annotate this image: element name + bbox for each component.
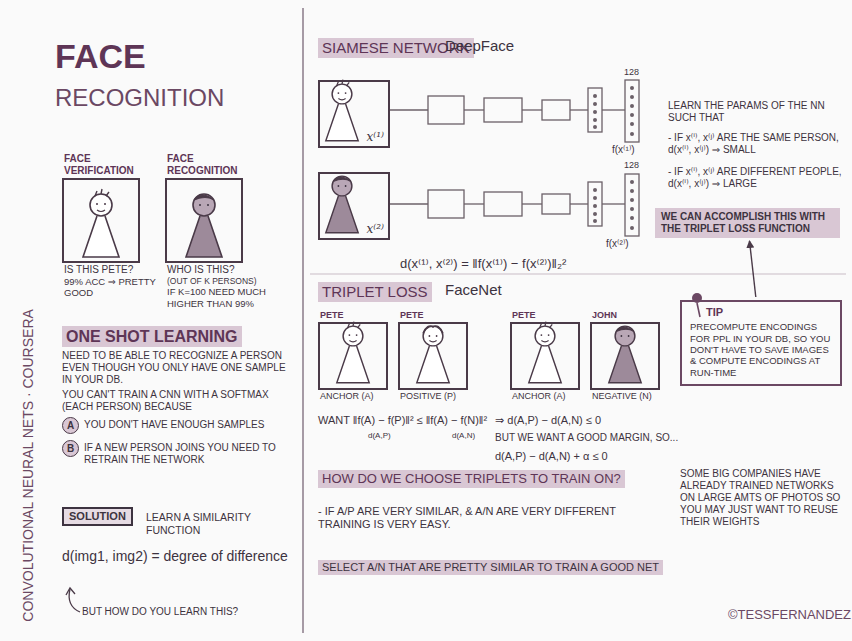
tip-body: PRECOMPUTE ENCODINGS FOR PPL IN YOUR DB,… <box>690 321 832 378</box>
input-label: x⁽¹⁾ <box>367 130 384 144</box>
caption-group: NEGATIVE (N) <box>592 391 670 402</box>
note-text: f(x⁽¹⁾) <box>612 144 635 156</box>
subtitle: RECOGNITION <box>55 84 224 113</box>
frame-caption: IF K=100 NEED MUCH HIGHER THAN 99% <box>167 286 299 309</box>
side-title: CONVOLUTIONAL NEURAL NETS · COURSERA <box>20 309 37 621</box>
frame-caption: (OUT OF K PERSONS) <box>167 276 299 286</box>
note-text: LEARN THE PARAMS OF THE NN SUCH THAT <box>668 100 846 124</box>
frame-caption: IS THIS PETE? <box>64 264 164 276</box>
frame-caption: ANCHOR (A) <box>512 391 590 402</box>
frame-heading: PETE <box>320 310 390 321</box>
note-text: WANT ‖f(A) − f(P)‖² ≤ ‖f(A) − f(N)‖² <box>318 414 487 427</box>
section-heading: TRIPLET LOSS <box>318 282 432 302</box>
note-text: YOU DON'T HAVE ENOUGH SAMPLES <box>84 419 264 431</box>
note-text: ⇒ d(A,P) − d(A,N) ≤ 0 <box>495 414 601 427</box>
caption-group: IS THIS PETE?99% ACC ⇒ PRETTY GOOD <box>64 264 164 299</box>
input-label: x⁽²⁾ <box>367 222 384 236</box>
caption-group: WHO IS THIS?(OUT OF K PERSONS)IF K=100 N… <box>167 264 299 309</box>
note-text: - IF x⁽ⁱ⁾, x⁽ʲ⁾ ARE THE SAME PERSON, d(x… <box>668 132 846 156</box>
note-text: 128 <box>624 160 639 171</box>
picture-frame: FACE VERIFICATIONIS THIS PETE?99% ACC ⇒ … <box>62 178 140 263</box>
picture-frame: JOHNNEGATIVE (N) <box>590 322 660 390</box>
note-text: LEARN A SIMILARITY FUNCTION <box>146 511 296 536</box>
frame-caption: POSITIVE (P) <box>400 391 478 402</box>
picture-frame: PETEANCHOR (A) <box>318 322 388 390</box>
note-text: IF A NEW PERSON JOINS YOU NEED TO RETRAI… <box>84 442 294 466</box>
point-letter: A <box>67 421 74 431</box>
caption-group: ANCHOR (A) <box>320 391 398 402</box>
note-text: FaceNet <box>445 281 502 299</box>
section-heading: SELECT A/N THAT ARE PRETTY SIMILAR TO TR… <box>318 560 663 575</box>
box-text: SOLUTION <box>69 510 126 523</box>
title: FACE <box>55 36 146 77</box>
picture-frame: FACE RECOGNITIONWHO IS THIS?(OUT OF K PE… <box>165 178 243 263</box>
arrow-connector <box>750 241 756 297</box>
frame-caption: NEGATIVE (N) <box>592 391 670 402</box>
caption-group: POSITIVE (P) <box>400 391 478 402</box>
note-text: d(x⁽¹⁾, x⁽²⁾) = ‖f(x⁽¹⁾) − f(x⁽²⁾)‖₂² <box>400 256 566 272</box>
picture-frame: PETEANCHOR (A) <box>510 322 580 390</box>
highlight-band: WE CAN ACCOMPLISH THIS WITH THE TRIPLET … <box>655 208 840 238</box>
picture-frame: x⁽²⁾ <box>318 172 390 240</box>
section-heading: ONE SHOT LEARNING <box>62 326 242 347</box>
note-text: d(A,N) <box>452 431 475 441</box>
note-text: - IF x⁽ⁱ⁾, x⁽ʲ⁾ ARE DIFFERENT PEOPLE, d(… <box>668 166 846 190</box>
point-circle: B <box>62 440 79 457</box>
frame-heading: FACE VERIFICATION <box>64 153 159 177</box>
caption-group: ANCHOR (A) <box>512 391 590 402</box>
frame-caption: WHO IS THIS? <box>167 264 299 276</box>
frame-heading: PETE <box>400 310 470 321</box>
credit: ©TESSFERNANDEZ <box>728 607 851 623</box>
frame-caption: 99% ACC ⇒ PRETTY GOOD <box>64 276 164 299</box>
frame-caption: ANCHOR (A) <box>320 391 398 402</box>
frame-heading: PETE <box>512 310 582 321</box>
note-text: YOU CAN'T TRAIN A CNN WITH A SOFTMAX (EA… <box>62 389 297 413</box>
point-circle: A <box>62 417 79 434</box>
tip-box: TIP PRECOMPUTE ENCODINGS FOR PPL IN YOUR … <box>680 300 842 386</box>
note-text: BUT HOW DO YOU LEARN THIS? <box>82 606 238 618</box>
note-text: d(A,P) − d(A,N) + α ≤ 0 <box>495 450 608 463</box>
frame-heading: JOHN <box>592 310 662 321</box>
section-heading: HOW DO WE CHOOSE TRIPLETS TO TRAIN ON? <box>318 470 625 488</box>
picture-frame: x⁽¹⁾ <box>318 80 390 148</box>
point-letter: B <box>67 444 74 454</box>
note-text: DeepFace <box>445 37 514 55</box>
note-text: f(x⁽²⁾) <box>606 238 629 250</box>
tip-heading: TIP <box>690 306 832 319</box>
note-text: 128 <box>624 67 639 78</box>
note-text: BUT WE WANT A GOOD MARGIN, SO... <box>495 432 678 444</box>
note-text: - IF A/P ARE VERY SIMILAR, & A/N ARE VER… <box>318 505 658 531</box>
note-text: NEED TO BE ABLE TO RECOGNIZE A PERSON EV… <box>62 350 297 386</box>
frame-heading: FACE RECOGNITION <box>167 153 262 177</box>
solution-box: SOLUTION <box>62 507 133 526</box>
band-text: WE CAN ACCOMPLISH THIS WITH THE TRIPLET … <box>661 211 834 235</box>
note-text: d(A,P) <box>368 431 391 441</box>
note-text: d(img1, img2) = degree of difference <box>62 548 288 565</box>
picture-frame: PETEPOSITIVE (P) <box>398 322 468 390</box>
note-text: SOME BIG COMPANIES HAVE ALREADY TRAINED … <box>680 468 842 528</box>
